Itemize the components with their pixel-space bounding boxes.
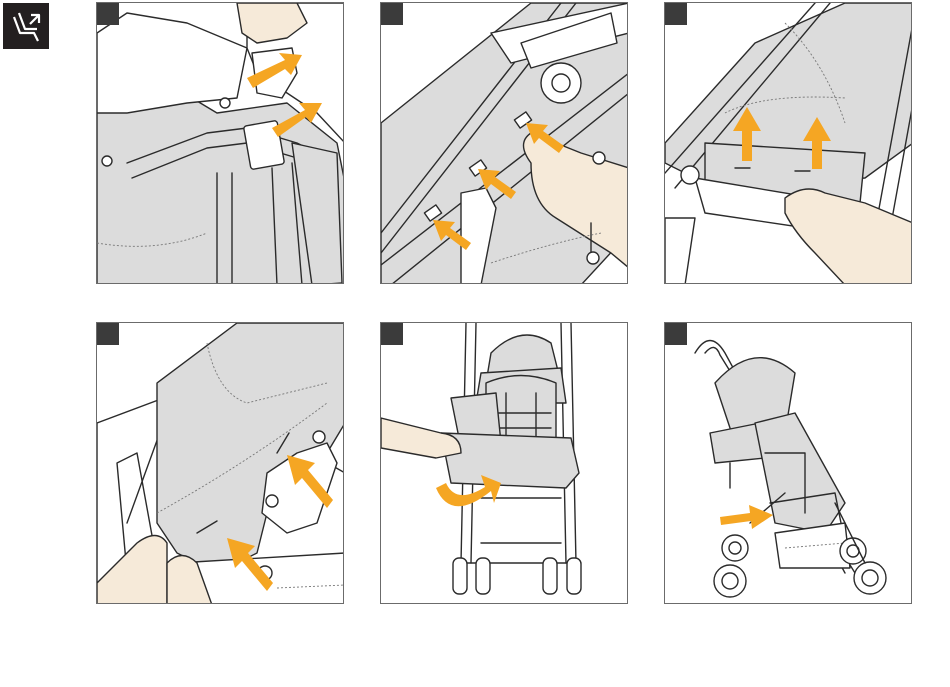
push-arrow (720, 505, 773, 529)
step-badge (97, 3, 119, 25)
step-2-panel (380, 2, 628, 284)
step-badge (381, 3, 403, 25)
seat-recline-icon (3, 3, 49, 49)
step-badge (665, 3, 687, 25)
step-5-panel (380, 322, 628, 604)
step-6-panel (664, 322, 912, 604)
step-badge (381, 323, 403, 345)
step-badge (665, 323, 687, 345)
step-4-panel (96, 322, 344, 604)
step-3-panel (664, 2, 912, 284)
step-badge (97, 323, 119, 345)
step-1-panel (96, 2, 344, 284)
